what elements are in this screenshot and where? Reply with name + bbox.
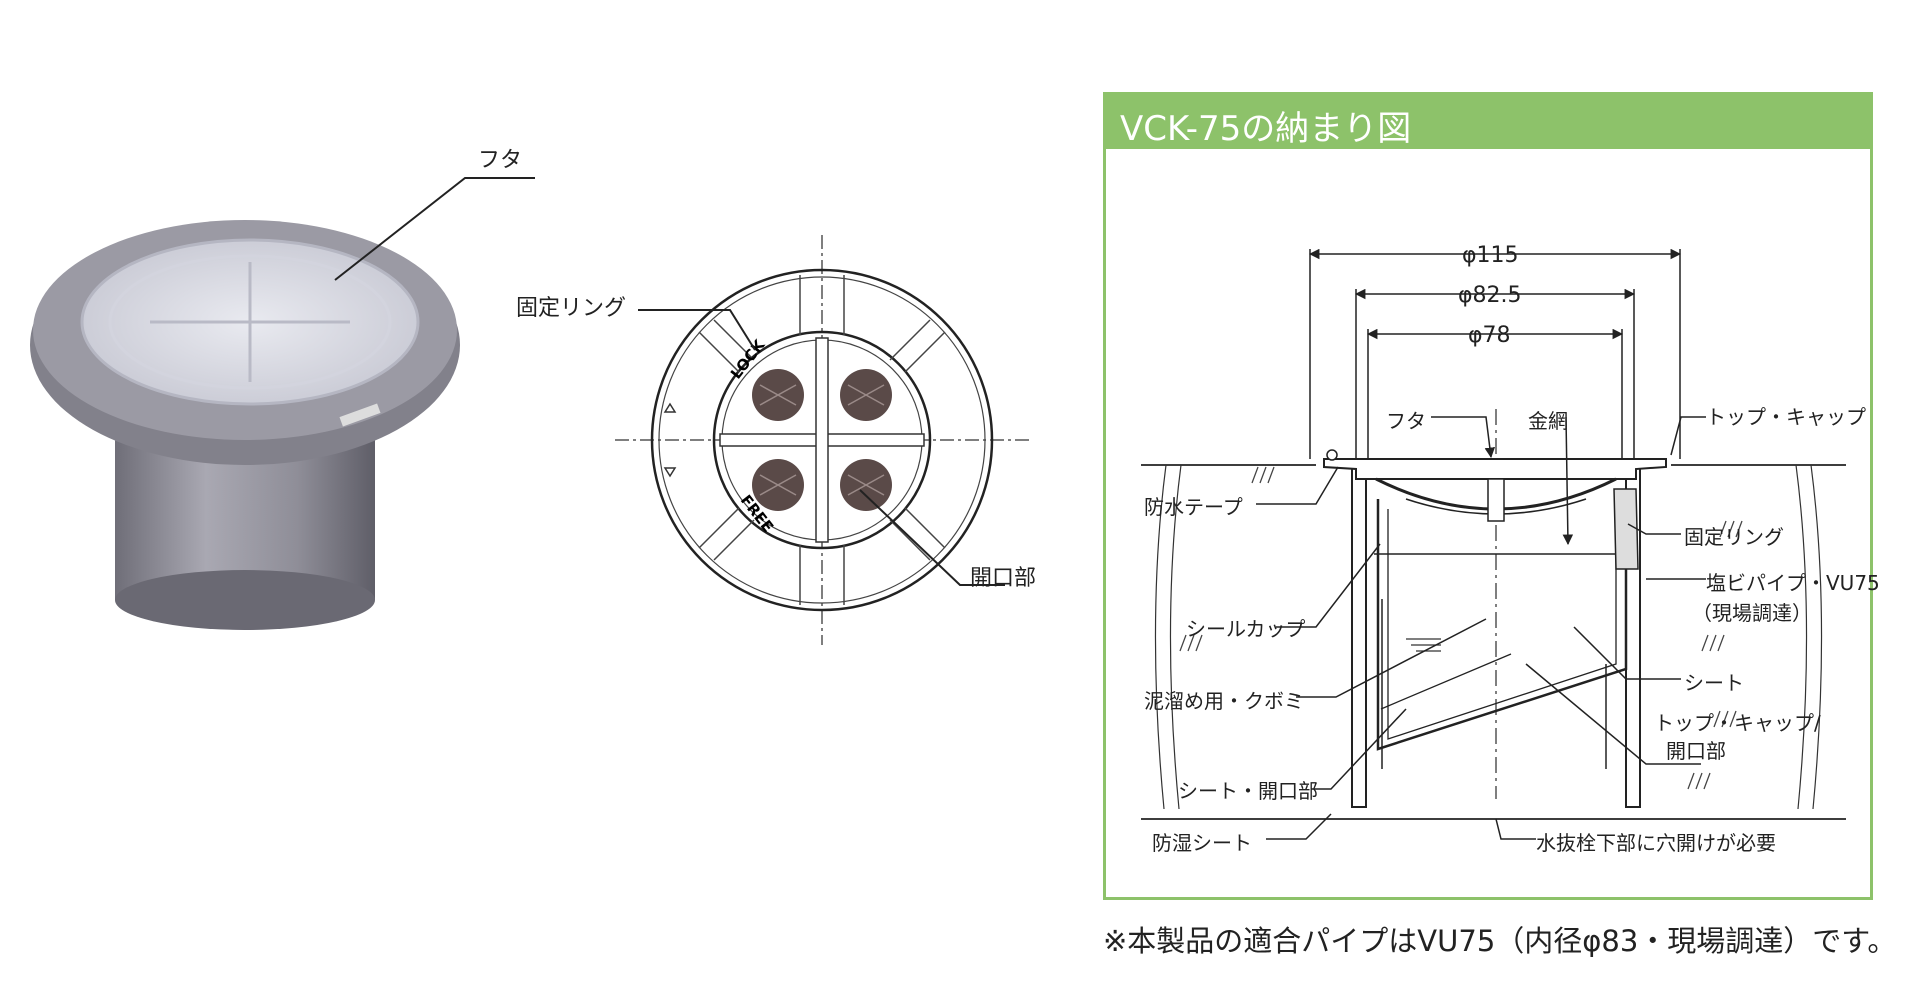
top-cap — [1323, 458, 1667, 480]
lid-label: フタ — [478, 148, 523, 173]
dim-78: φ78 — [1468, 323, 1511, 348]
dim-115: φ115 — [1462, 243, 1519, 268]
drain-hole-note-label: 水抜栓下部に穴開けが必要 — [1536, 831, 1776, 855]
fixing-ring-section-label: 固定リング — [1684, 525, 1784, 549]
top-view-svg: LOCK FREE — [615, 235, 1030, 645]
seal-cup-label: シールカップ — [1186, 617, 1306, 641]
top-cap-label: トップ・キャップ — [1706, 405, 1866, 429]
sheet-label: シート — [1684, 671, 1744, 695]
installation-section-svg — [1141, 248, 1846, 840]
outer-flange-circle — [650, 268, 994, 612]
product-photo — [30, 177, 535, 630]
pvc-pipe-label: 塩ビパイプ・VU75 — [1706, 571, 1880, 595]
moisture-sheet-label: 防湿シート — [1152, 831, 1252, 855]
top-cap-opening-label-2: 開口部 — [1666, 739, 1726, 763]
dim-82-5: φ82.5 — [1458, 283, 1522, 308]
mesh-openings — [752, 369, 892, 511]
opening-label: 開口部 — [970, 566, 1037, 591]
installation-diagram-panel: VCK-75の納まり図 — [1103, 92, 1880, 900]
fixing-ring-label: 固定リング — [516, 296, 627, 321]
installation-title-bar: VCK-75の納まり図 — [1106, 95, 1870, 149]
mud-trap-label: 泥溜め用・クボミ — [1144, 689, 1304, 713]
waterproof-tape-label: 防水テープ — [1144, 495, 1243, 519]
installation-title: VCK-75の納まり図 — [1120, 109, 1412, 149]
wire-mesh-label: 金網 — [1528, 409, 1568, 433]
top-view-drawing: LOCK FREE 固定リング 開口部 — [516, 0, 1100, 981]
top-cap-opening-label-1: トップ・キャップ/ — [1654, 711, 1821, 735]
pvc-pipe-note: （現場調達） — [1692, 601, 1812, 625]
seal-cup — [1376, 499, 1628, 751]
lid-part-label: フタ — [1386, 409, 1426, 433]
compatibility-footnote: ※本製品の適合パイプはVU75（内径φ83・現場調達）です。 — [1103, 924, 1897, 958]
product-photo-panel: フタ — [0, 0, 560, 981]
sheet-opening-label: シート・開口部 — [1178, 779, 1318, 803]
